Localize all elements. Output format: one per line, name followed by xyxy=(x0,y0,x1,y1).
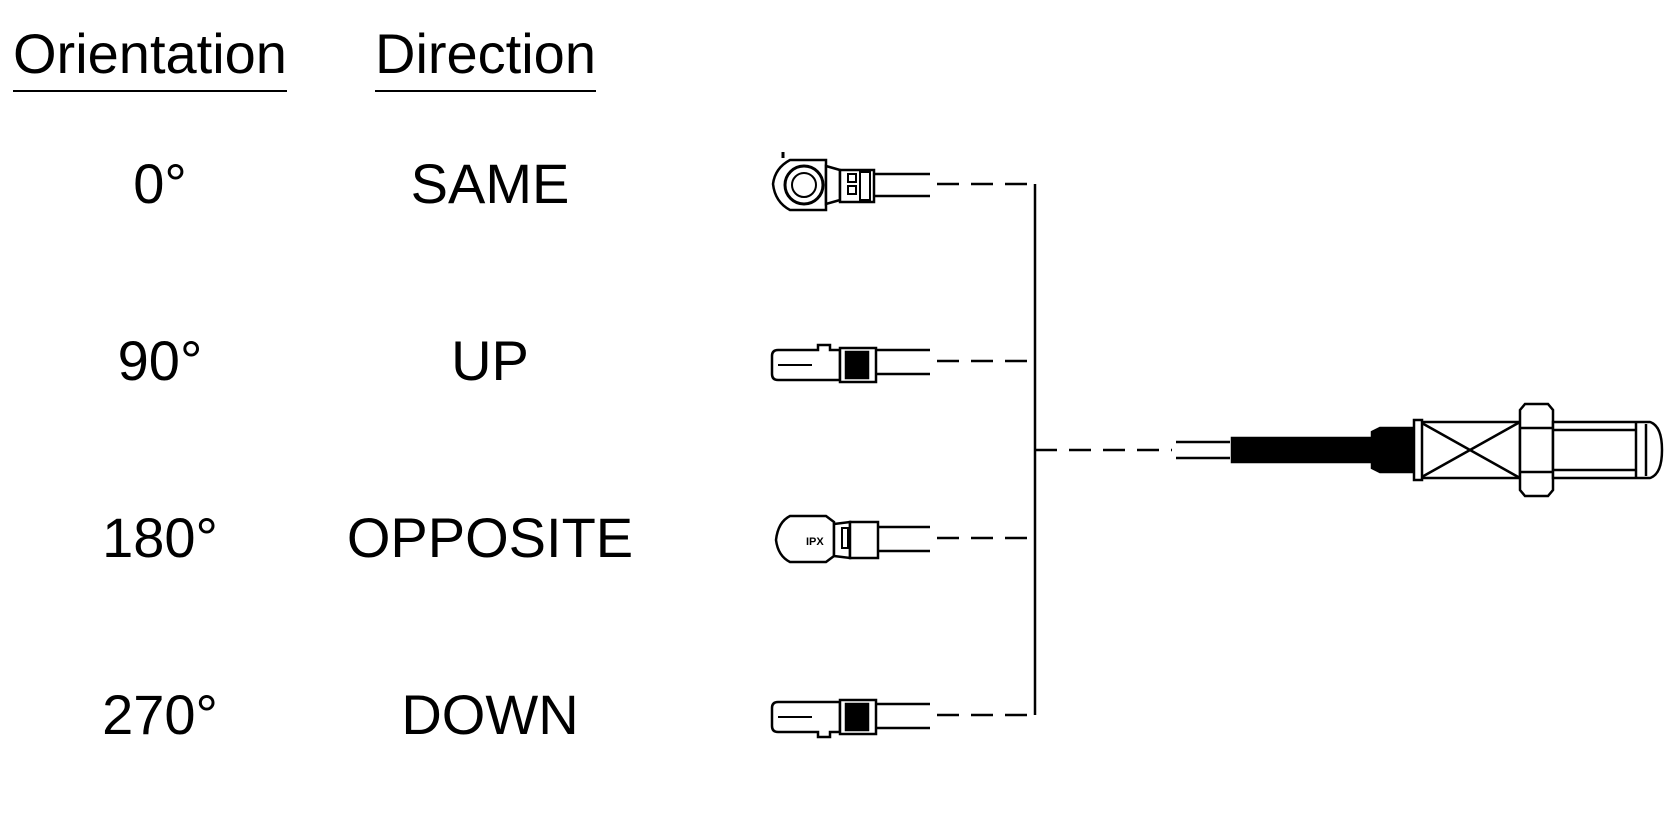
harness-dashed-lines xyxy=(937,182,1172,717)
connector-marking-label: IPX xyxy=(806,536,824,548)
connector-0-deg-icon xyxy=(771,152,930,212)
bulkhead-connector-icon xyxy=(1176,402,1664,498)
orientation-270: 270° xyxy=(102,683,218,746)
orientation-180: 180° xyxy=(102,506,218,569)
orientation-0: 0° xyxy=(133,152,187,215)
connector-90-deg-icon xyxy=(770,343,930,384)
direction-down: DOWN xyxy=(401,683,579,746)
direction-up: UP xyxy=(451,329,529,392)
orientation-column-header: Orientation xyxy=(13,22,287,92)
direction-column-header: Direction xyxy=(375,22,596,92)
connector-270-deg-icon xyxy=(770,698,930,739)
direction-same: SAME xyxy=(410,152,570,215)
direction-opposite: OPPOSITE xyxy=(346,506,634,569)
orientation-90: 90° xyxy=(117,329,203,392)
connector-180-deg-icon xyxy=(774,514,930,564)
